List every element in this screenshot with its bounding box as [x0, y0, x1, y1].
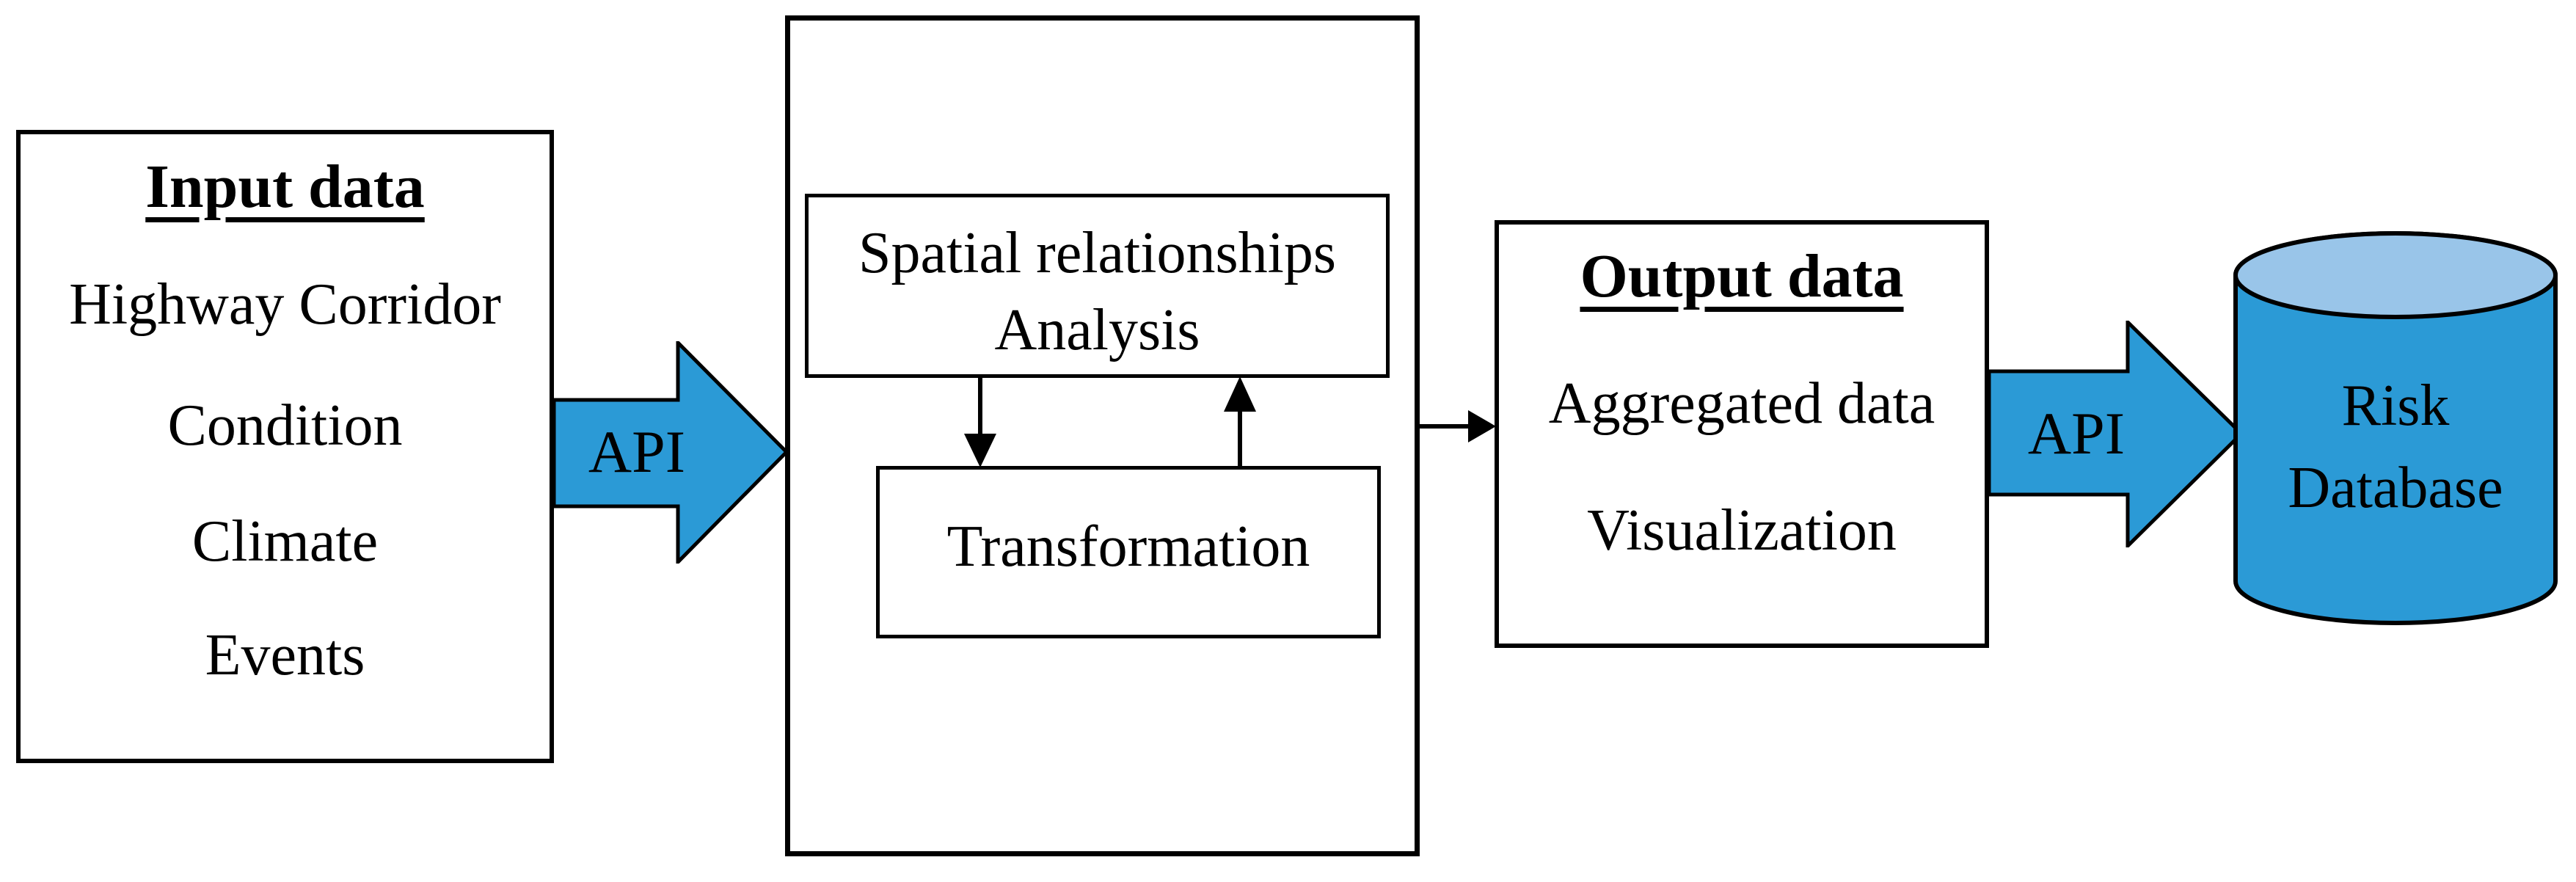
api-arrow-2-label: API — [2027, 400, 2126, 467]
input-item-climate: Climate — [191, 509, 379, 574]
api-arrow-2-shape — [1988, 321, 2244, 547]
api-arrow-right-icon — [552, 341, 788, 564]
database-label-line2: Database — [2288, 456, 2503, 520]
arrow-up-icon — [1224, 376, 1256, 469]
api-arrow-1-shape — [552, 341, 788, 564]
cylinder-top — [2233, 231, 2558, 319]
database-label-line1: Risk — [2341, 373, 2450, 438]
database-cylinder-icon — [2233, 231, 2558, 625]
output-data-title: Output data — [1580, 242, 1904, 310]
spatial-analysis-line1: Spatial relationships — [858, 221, 1336, 285]
transformation-label: Transformation — [946, 514, 1310, 579]
transformation-box — [876, 466, 1381, 638]
input-item-events: Events — [205, 623, 365, 688]
input-item-highway-corridor: Highway Corridor — [69, 272, 501, 337]
input-data-box — [16, 130, 554, 763]
spatial-analysis-line2: Analysis — [994, 298, 1200, 362]
connector-arrow-right-icon — [1418, 410, 1496, 442]
api-arrow-1-label: API — [588, 418, 686, 485]
input-item-condition: Condition — [167, 393, 403, 458]
output-data-box — [1495, 220, 1989, 648]
arrow-down-icon — [964, 376, 996, 467]
api-arrow-right-icon — [1988, 321, 2244, 547]
processing-box — [785, 15, 1420, 856]
output-item-aggregated-data: Aggregated data — [1548, 371, 1935, 436]
output-item-visualization: Visualization — [1587, 498, 1897, 563]
input-data-title: Input data — [145, 153, 425, 221]
spatial-analysis-box — [805, 194, 1390, 378]
